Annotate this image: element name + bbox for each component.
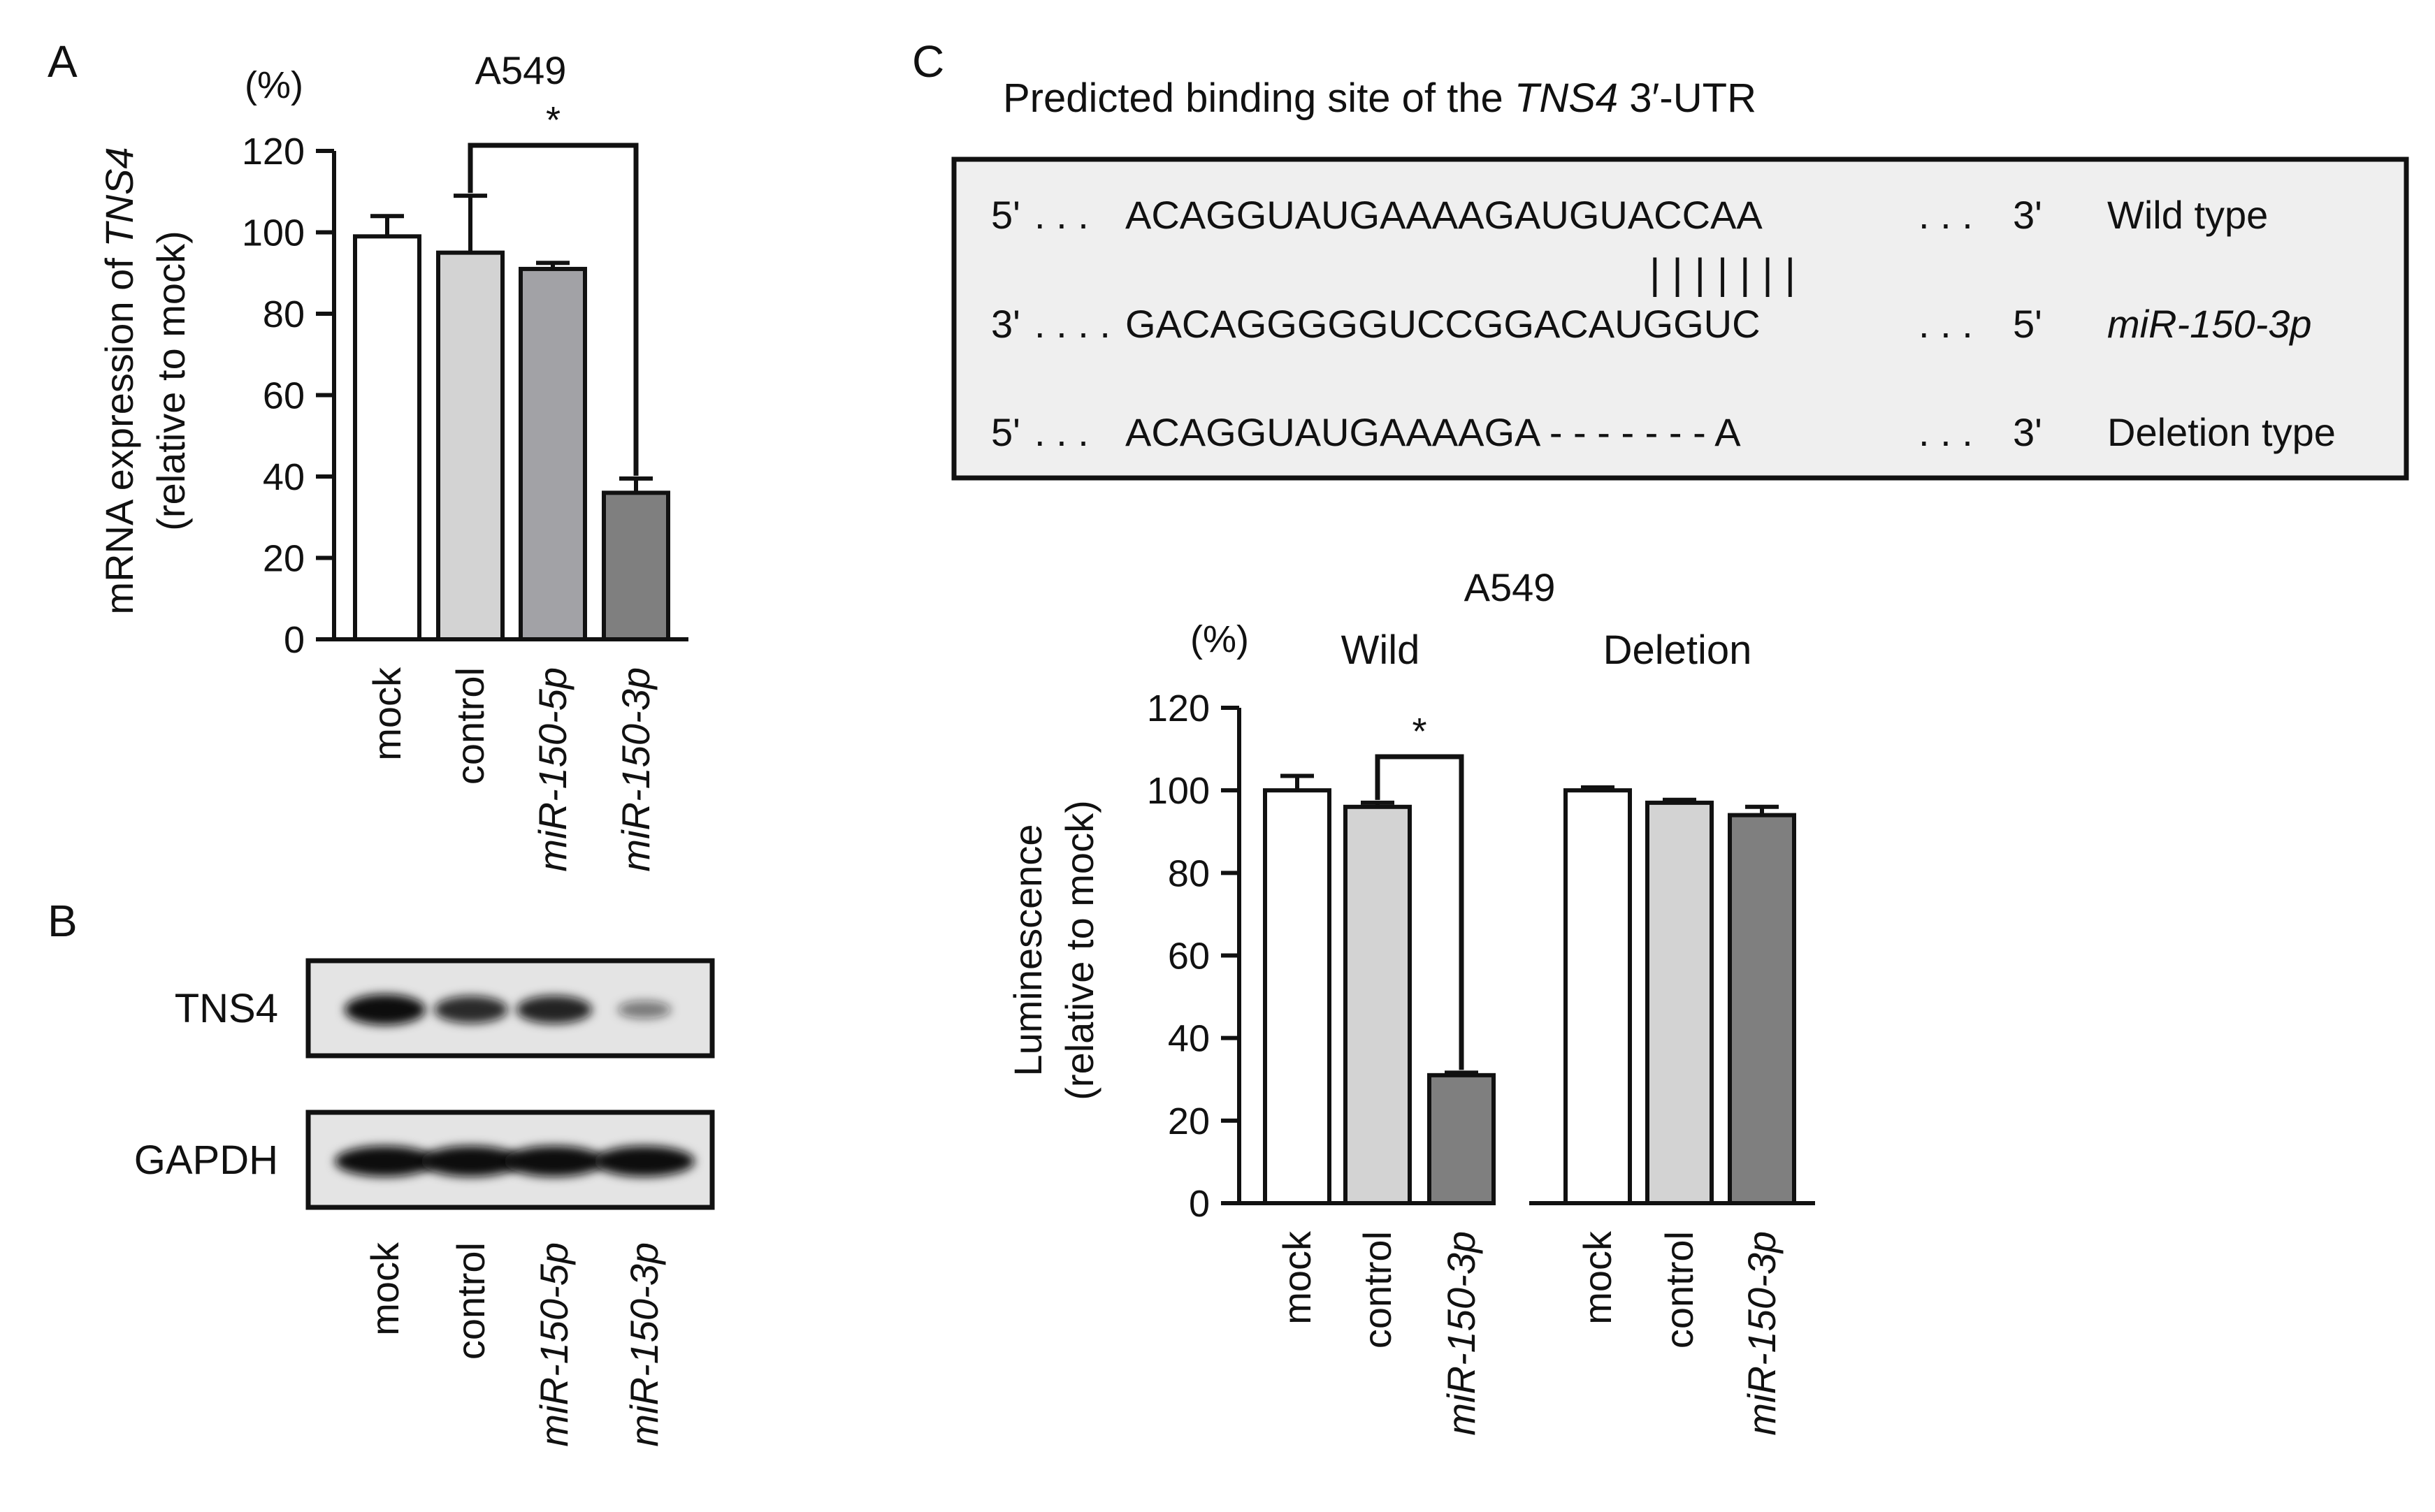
chart-a-ylabel-line2: (relative to mock)	[149, 231, 193, 530]
sequence-title: Predicted binding site of the TNS4 3′-UT…	[1003, 75, 1756, 121]
chart-c-ylabel: Luminescence(relative to mock)	[1006, 800, 1101, 1100]
seq-dots-right: . . .	[1919, 193, 1973, 237]
significance-star: *	[546, 99, 561, 141]
bar	[1728, 813, 1796, 1206]
seq-row-label: Wild type	[2107, 193, 2268, 237]
blot-band	[335, 1146, 435, 1177]
seq-dots-left: . . .	[1034, 193, 1089, 237]
seq-end3: 5'	[2013, 302, 2042, 346]
bar	[1343, 804, 1412, 1206]
seq-bases: ACAGGUAUGAAAAGA - - - - - - - A	[1125, 410, 1741, 454]
blot-band	[594, 1146, 695, 1177]
x-tick-label: miR-150-5p	[530, 667, 575, 872]
panel-label-c: C	[912, 36, 944, 87]
x-tick-label: control	[1657, 1231, 1701, 1349]
x-tick-label: control	[448, 667, 492, 785]
blot-band	[516, 995, 593, 1024]
blot-lane-label: miR-150-3p	[622, 1242, 666, 1447]
seq-bases: ACAGGUAUGAAAAGAUGUACCAA	[1125, 193, 1763, 237]
bar	[436, 250, 505, 641]
y-tick-label: 120	[242, 131, 305, 173]
significance-bracket	[468, 143, 639, 476]
seq-end5: 5'	[991, 193, 1020, 237]
y-tick-label: 60	[1168, 936, 1210, 977]
y-tick-label: 40	[263, 456, 305, 498]
y-tick-label: 0	[284, 619, 305, 661]
blot-lane-label: control	[449, 1242, 493, 1360]
panel-label-b: B	[48, 896, 78, 946]
x-tick-label: miR-150-3p	[1740, 1231, 1784, 1436]
bar	[1263, 788, 1331, 1205]
y-tick-label: 20	[263, 538, 305, 580]
seq-end5: 5'	[991, 410, 1020, 454]
chart-c-ylabel-line2: (relative to mock)	[1057, 800, 1101, 1100]
seq-bases: GACAGGGGGUCCGGACAUGGUC	[1125, 302, 1761, 346]
blot-band	[421, 1146, 521, 1177]
x-tick-label: miR-150-3p	[614, 667, 658, 872]
blot-band	[617, 1001, 672, 1019]
seq-pairing: | | | | | | |	[1649, 250, 1795, 297]
sequence-title-prefix: Predicted binding site of the	[1003, 75, 1515, 121]
seq-end5: 3'	[991, 302, 1020, 346]
chart-a-ylabel: mRNA expression of TNS4(relative to mock…	[97, 147, 193, 614]
blot-row-label: TNS4	[175, 986, 278, 1031]
bar	[519, 266, 587, 641]
chart-c-title: A549	[1464, 565, 1556, 609]
x-tick-label: control	[1355, 1231, 1399, 1349]
group-label-wild: Wild	[1341, 627, 1420, 673]
y-tick-label: 80	[263, 293, 305, 335]
panel-label-a: A	[48, 36, 78, 87]
seq-dots-right: . . .	[1919, 302, 1973, 346]
bar	[1427, 1073, 1496, 1206]
sequence-title-gene: TNS4	[1515, 75, 1618, 121]
chart-c-luminescence: A549 (%) Luminescence(relative to mock) …	[1006, 565, 1815, 1436]
significance-star: *	[1412, 711, 1426, 753]
sequence-box: Predicted binding site of the TNS4 3′-UT…	[951, 75, 2409, 481]
bar	[1563, 788, 1632, 1205]
seq-row-label: Deletion type	[2107, 410, 2336, 454]
y-tick-label: 100	[242, 212, 305, 254]
blot-row-label: GAPDH	[134, 1137, 278, 1183]
sequence-title-suffix: 3′-UTR	[1618, 75, 1756, 121]
blot-band	[434, 996, 508, 1024]
blot-lane-label: mock	[363, 1242, 407, 1336]
chart-c-unit: (%)	[1190, 618, 1249, 660]
y-tick-label: 120	[1147, 688, 1210, 729]
chart-a-ylabel-line1: mRNA expression of TNS4	[97, 147, 141, 614]
seq-end3: 3'	[2013, 410, 2042, 454]
bar	[353, 234, 421, 641]
sequence-frame	[951, 157, 2409, 481]
y-tick-label: 0	[1189, 1183, 1210, 1225]
chart-a-title: A549	[475, 48, 567, 92]
x-tick-label: mock	[365, 667, 409, 761]
significance-bracket	[1375, 754, 1464, 1070]
x-tick-label: mock	[1575, 1230, 1619, 1325]
bar	[1645, 800, 1714, 1206]
seq-row-label: miR-150-3p	[2107, 302, 2312, 346]
seq-dots-right: . . .	[1919, 410, 1973, 454]
seq-dots-left: . . . .	[1034, 302, 1111, 346]
y-tick-label: 80	[1168, 852, 1210, 894]
y-tick-label: 40	[1168, 1018, 1210, 1060]
blot-band	[345, 994, 426, 1025]
x-tick-label: mock	[1275, 1230, 1319, 1325]
blot-lane-label: miR-150-5p	[532, 1242, 576, 1447]
y-tick-label: 20	[1168, 1100, 1210, 1142]
chart-c-ylabel-line1: Luminescence	[1006, 824, 1050, 1076]
seq-dots-left: . . .	[1034, 410, 1089, 454]
group-label-deletion: Deletion	[1603, 627, 1752, 673]
y-tick-label: 100	[1147, 770, 1210, 812]
blot-band	[504, 1146, 605, 1177]
seq-end3: 3'	[2013, 193, 2042, 237]
chart-a-mrna-expression: A549 (%) mRNA expression of TNS4(relativ…	[97, 48, 688, 872]
x-tick-label: miR-150-3p	[1439, 1231, 1483, 1436]
chart-a-unit: (%)	[245, 64, 303, 106]
bar	[602, 490, 670, 641]
y-tick-label: 60	[263, 375, 305, 417]
